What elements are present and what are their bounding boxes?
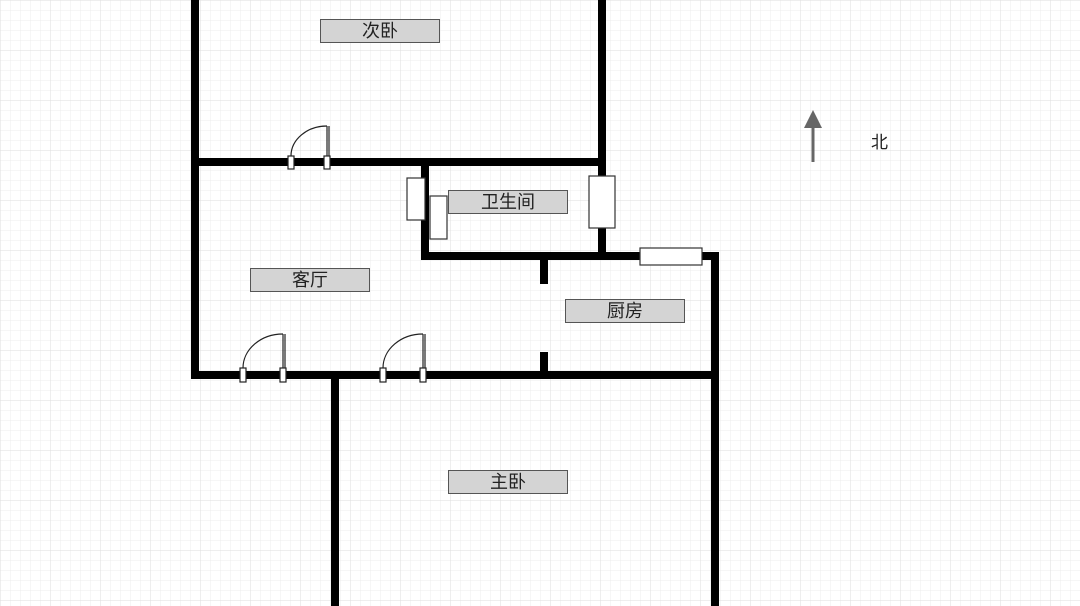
door-second-bedroom: [287, 125, 331, 170]
north-arrow-icon: [804, 110, 822, 162]
room-label-bathroom: 卫生间: [448, 190, 568, 214]
door-master-bedroom: [379, 333, 427, 383]
window-kitchen: [639, 247, 703, 266]
room-label-master-bedroom: 主卧: [448, 470, 568, 494]
bathroom-door-panel-2: [429, 195, 448, 240]
bathroom-window-east: [588, 175, 616, 229]
room-label-kitchen: 厨房: [565, 299, 685, 323]
door-living-left: [239, 333, 287, 383]
compass-label: 北: [871, 133, 888, 153]
room-label-second-bedroom: 次卧: [320, 19, 440, 43]
room-label-living-room: 客厅: [250, 268, 370, 292]
bathroom-door-panel-1: [406, 177, 426, 221]
